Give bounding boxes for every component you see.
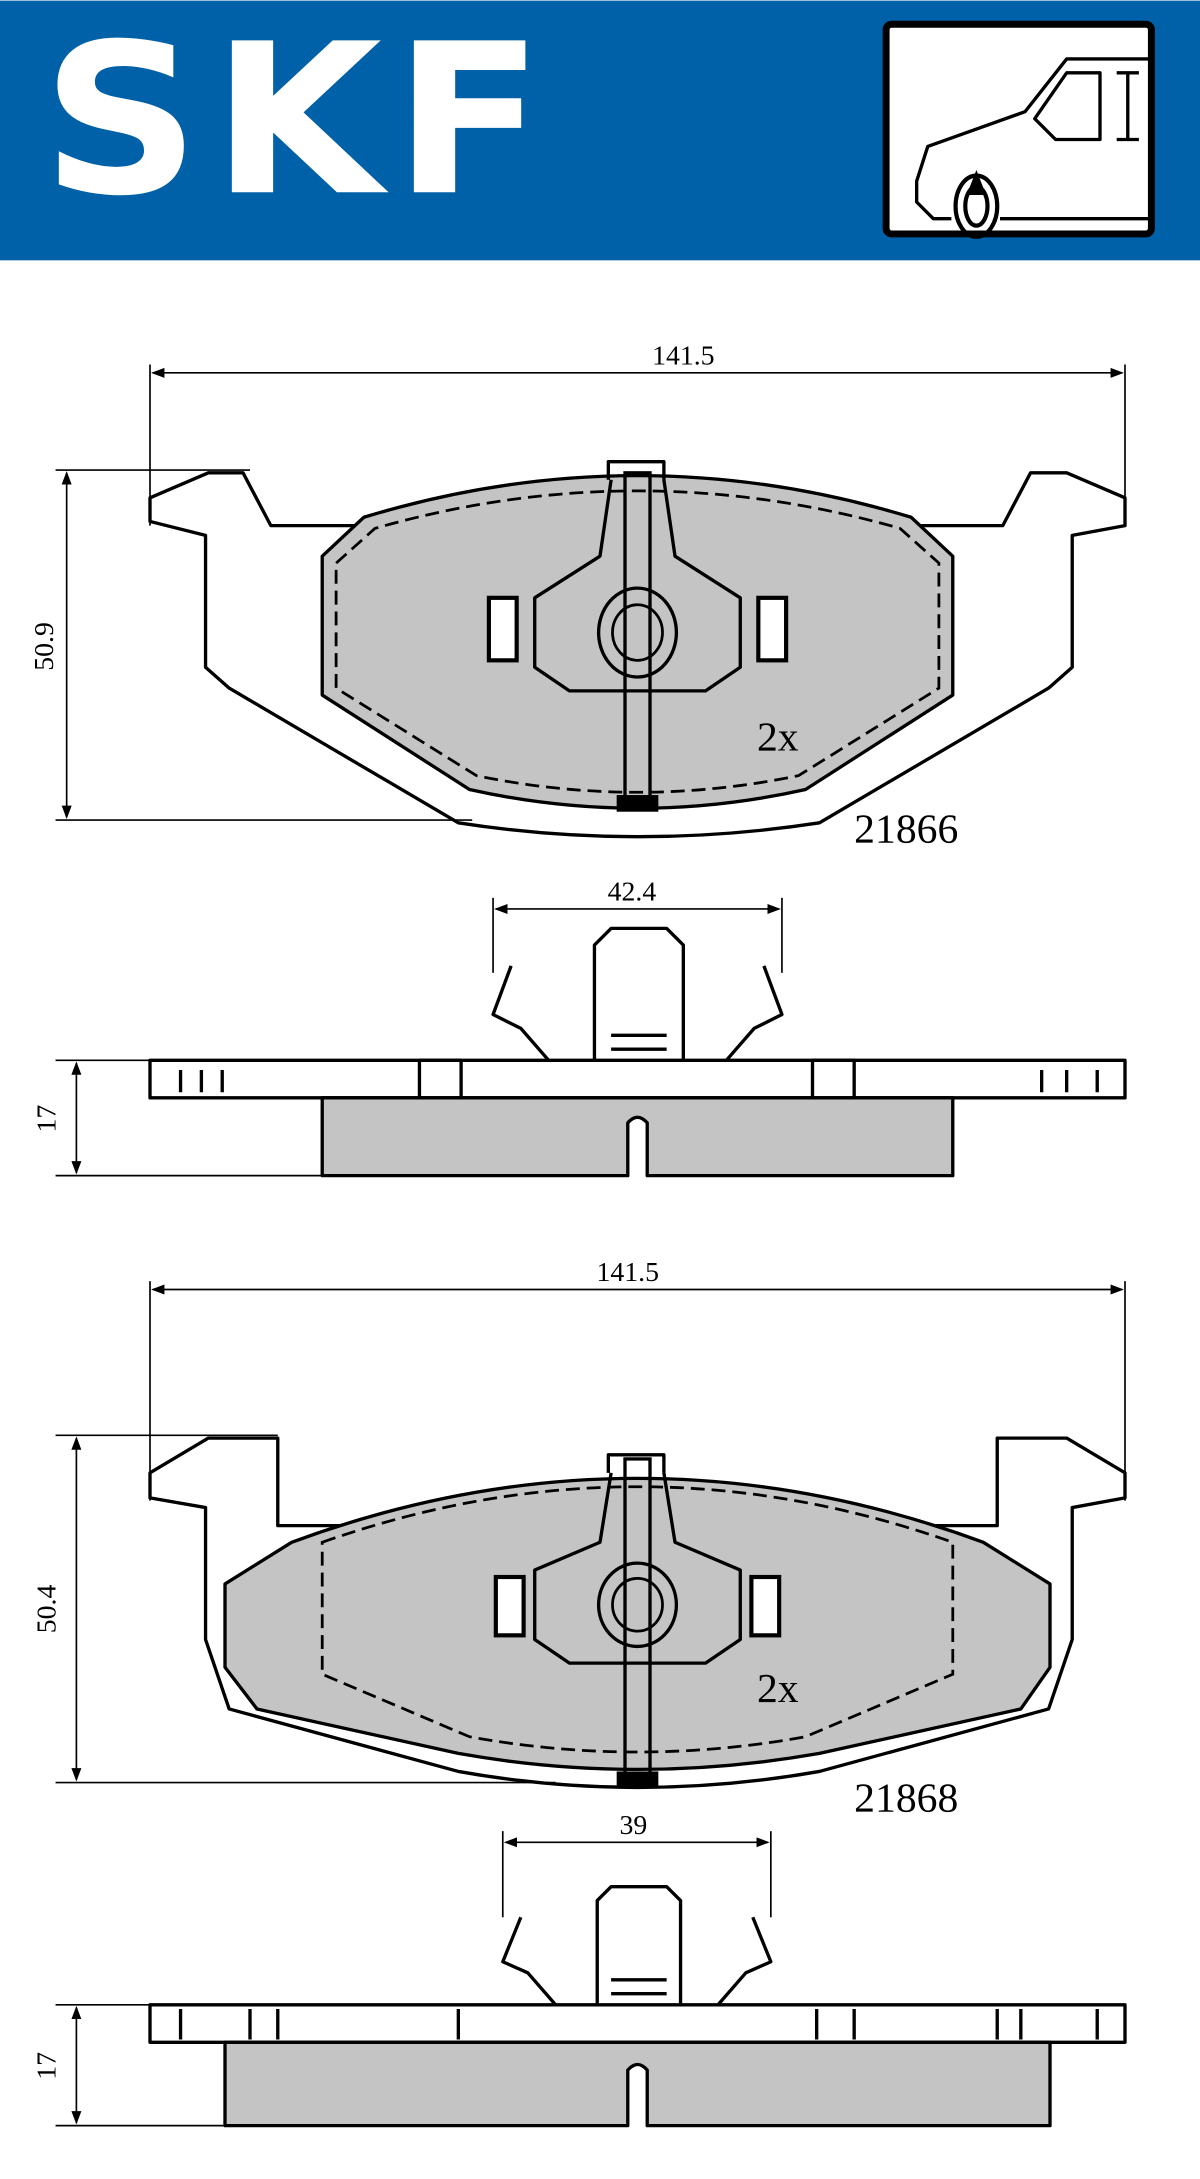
skf-logo: SKF bbox=[42, 0, 556, 242]
clip-dimension: 42.4 bbox=[608, 877, 657, 908]
height-dimension: 50.4 bbox=[32, 1585, 63, 1634]
pad-side-view-21866: 42.4 17 bbox=[32, 877, 1127, 1178]
quantity-label: 2x bbox=[757, 1666, 799, 1712]
retaining-clip bbox=[533, 460, 742, 693]
backing-plate bbox=[148, 471, 1127, 839]
pad-front-view-21866: 141.5 50.9 2x 21866 bbox=[29, 341, 1127, 852]
clip-dimension: 39 bbox=[619, 1810, 647, 1841]
thickness-dimension: 17 bbox=[32, 1105, 63, 1133]
part-number: 21868 bbox=[854, 1776, 958, 1822]
thickness-dimension: 17 bbox=[32, 2052, 63, 2080]
friction-material bbox=[320, 473, 955, 810]
pad-front-view-21868: 141.5 50.4 2x 21868 bbox=[32, 1257, 1127, 1822]
front-axle-car-icon bbox=[882, 20, 1155, 239]
header-banner: SKF bbox=[0, 0, 1200, 261]
pad-side-view-21868: 39 17 bbox=[32, 1810, 1127, 2128]
width-dimension: 141.5 bbox=[652, 341, 714, 372]
part-number: 21866 bbox=[854, 806, 958, 852]
height-dimension: 50.9 bbox=[29, 622, 60, 671]
width-dimension: 141.5 bbox=[597, 1257, 659, 1288]
quantity-label: 2x bbox=[757, 715, 799, 761]
